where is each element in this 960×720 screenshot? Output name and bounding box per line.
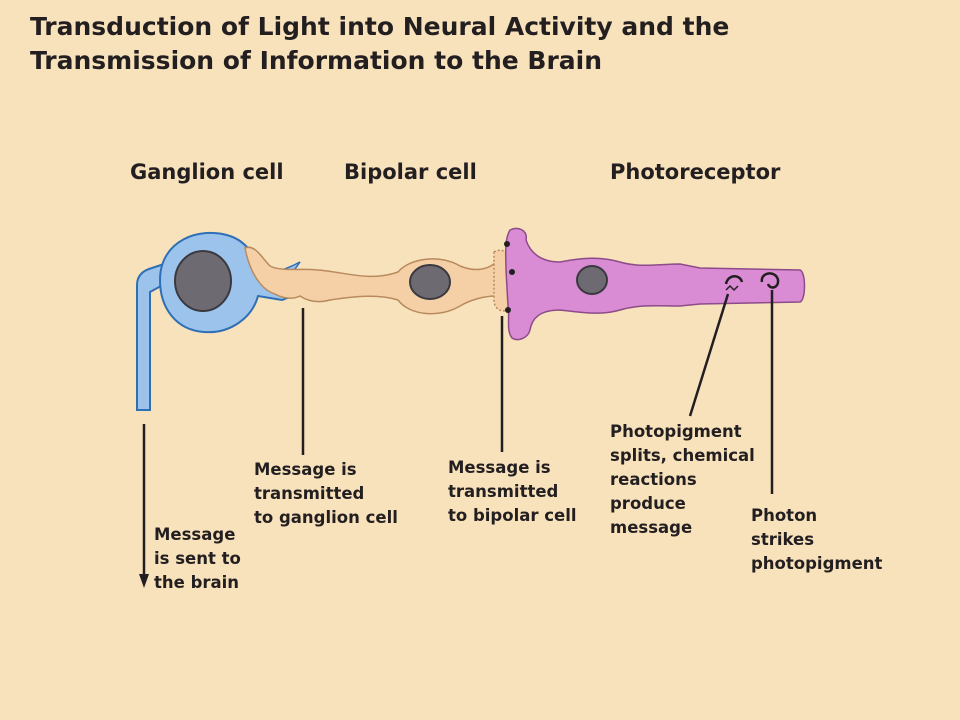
annotation-line: Message is (254, 460, 357, 479)
annotation-line: transmitted (254, 484, 365, 503)
ganglion-nucleus (174, 250, 232, 312)
annotation-line: is sent to (154, 549, 241, 568)
annotation-line: photopigment (751, 554, 883, 573)
annotation-line: reactions (610, 470, 697, 489)
annotation-line: produce (610, 494, 686, 513)
annotation-line: strikes (751, 530, 815, 549)
photopigment-split-icon (724, 275, 744, 292)
label-photoreceptor: Photoreceptor (610, 160, 781, 184)
page-title: Transduction of Light into Neural Activi… (30, 10, 729, 78)
annotation-line: Photon (751, 506, 818, 525)
annotation-line: the brain (154, 573, 240, 592)
annotation-line: transmitted (448, 482, 559, 501)
bipolar-nucleus (409, 264, 451, 300)
photoreceptor-cell (504, 227, 806, 341)
photopigment-icon (760, 272, 780, 289)
annotation-line: Message is (448, 458, 551, 477)
annotation-line: to ganglion cell (254, 508, 398, 527)
bipolar-body (244, 246, 509, 315)
annotation-photon-strikes: Photon strikes photopigment (751, 504, 882, 576)
annotation-line: Photopigment (610, 422, 742, 441)
pointer-line-photopigment-splits (688, 293, 730, 417)
label-ganglion-cell: Ganglion cell (130, 160, 284, 184)
annotation-transmitted-to-ganglion: Message is transmitted to ganglion cell (254, 458, 398, 530)
photoreceptor-nucleus (576, 265, 608, 295)
photoreceptor-body (504, 227, 806, 341)
annotation-line: to bipolar cell (448, 506, 577, 525)
synapse-dot-icon (504, 241, 510, 247)
arrow-to-brain-icon (139, 424, 149, 588)
annotation-line: splits, chemical (610, 446, 755, 465)
synapse-dot-icon (509, 269, 515, 275)
ganglion-cell (136, 231, 301, 411)
synapse-dot-icon (505, 307, 511, 313)
label-bipolar-cell: Bipolar cell (344, 160, 477, 184)
title-line-2: Transmission of Information to the Brain (30, 46, 603, 75)
annotation-sent-to-brain: Message is sent to the brain (154, 523, 241, 595)
annotation-transmitted-to-bipolar: Message is transmitted to bipolar cell (448, 456, 577, 528)
annotation-photopigment-splits: Photopigment splits, chemical reactions … (610, 420, 755, 540)
annotation-line: Message (154, 525, 236, 544)
annotation-line: message (610, 518, 693, 537)
bipolar-cell (244, 246, 513, 315)
title-line-1: Transduction of Light into Neural Activi… (30, 12, 730, 41)
